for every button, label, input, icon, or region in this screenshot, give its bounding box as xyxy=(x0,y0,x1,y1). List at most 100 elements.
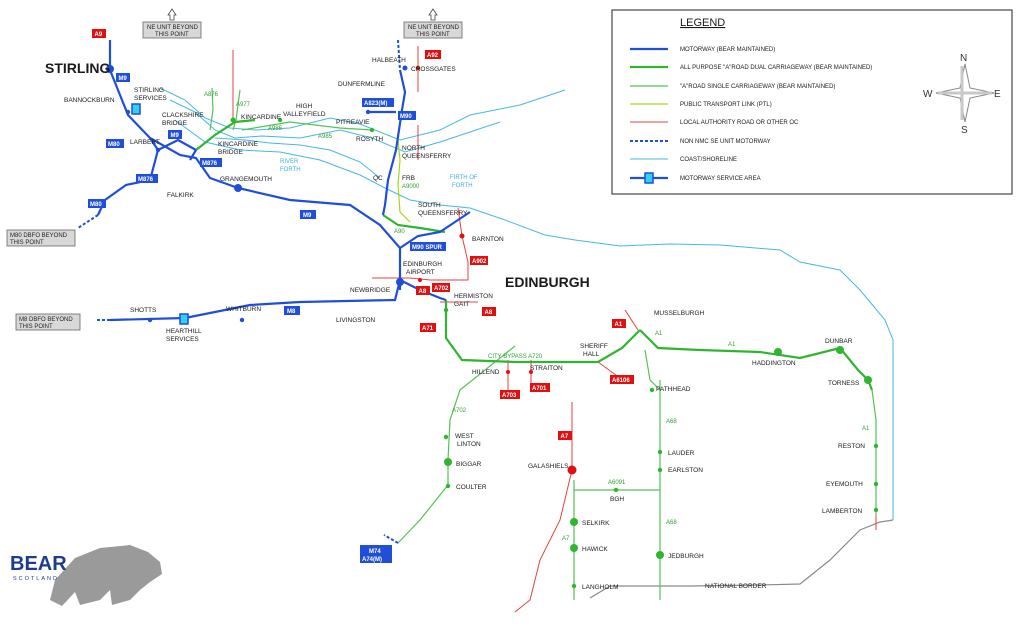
svg-text:NATIONAL BORDER: NATIONAL BORDER xyxy=(705,583,767,590)
svg-text:NE UNIT BEYOND: NE UNIT BEYOND xyxy=(147,25,199,31)
shield-a902: A902 xyxy=(470,256,488,265)
svg-text:A6091: A6091 xyxy=(608,480,626,486)
svg-text:A876: A876 xyxy=(204,92,219,98)
shield-m876-east: M876 xyxy=(200,158,222,167)
svg-text:M8 DBFO BEYOND: M8 DBFO BEYOND xyxy=(19,317,73,323)
svg-text:SELKIRK: SELKIRK xyxy=(582,520,610,527)
svg-text:A71: A71 xyxy=(422,326,434,332)
svg-text:A90: A90 xyxy=(394,229,405,235)
svg-text:EDINBURGH: EDINBURGH xyxy=(403,261,442,268)
svg-text:A1: A1 xyxy=(728,342,736,348)
svg-text:M90: M90 xyxy=(400,114,412,120)
svg-text:A8: A8 xyxy=(485,310,493,316)
svg-text:BRIDGE: BRIDGE xyxy=(218,149,244,156)
shield-m90: M90 xyxy=(398,111,416,120)
svg-text:HADDINGTON: HADDINGTON xyxy=(752,360,796,367)
svg-text:A7: A7 xyxy=(561,434,569,440)
coastline-group xyxy=(159,87,894,520)
shield-m9-clackshire: M9 xyxy=(168,130,182,139)
svg-text:FRB: FRB xyxy=(402,175,415,182)
svg-text:GALASHIELS: GALASHIELS xyxy=(528,463,569,470)
svg-text:M9: M9 xyxy=(119,76,128,82)
non-nmc-motorway-group xyxy=(77,39,401,544)
legend-item-local: LOCAL AUTHORITY ROAD OR OTHER OC xyxy=(630,120,799,126)
svg-text:HALL: HALL xyxy=(583,351,600,358)
svg-text:A902: A902 xyxy=(472,259,487,265)
svg-text:HILLEND: HILLEND xyxy=(472,369,500,376)
forth-north-shore xyxy=(159,87,566,141)
svg-text:PUBLIC TRANSPORT LINK (PTL): PUBLIC TRANSPORT LINK (PTL) xyxy=(680,102,772,108)
svg-text:WHITBURN: WHITBURN xyxy=(226,306,261,313)
forth-south-shore xyxy=(174,119,894,520)
svg-text:STIRLING: STIRLING xyxy=(134,87,164,94)
svg-text:NON NMC SE UNIT MOTORWAY: NON NMC SE UNIT MOTORWAY xyxy=(680,139,771,145)
shield-a701: A701 xyxy=(530,383,550,392)
svg-text:DUNBAR: DUNBAR xyxy=(825,338,853,345)
svg-text:SHERIFF: SHERIFF xyxy=(580,343,608,350)
national-border-line xyxy=(589,519,894,599)
svg-text:NORTH: NORTH xyxy=(402,145,425,152)
compass-s: S xyxy=(961,125,968,136)
service-area-stirling[interactable] xyxy=(131,103,141,115)
svg-text:FIRTH OF: FIRTH OF xyxy=(450,175,478,181)
svg-text:RESTON: RESTON xyxy=(838,443,865,450)
shield-a92: A92 xyxy=(425,50,441,59)
svg-text:"A"ROAD SINGLE CARRIAGEWAY (BE: "A"ROAD SINGLE CARRIAGEWAY (BEAR MAINTAI… xyxy=(680,84,835,90)
svg-text:A823(M): A823(M) xyxy=(364,101,387,107)
svg-text:BANNOCKBURN: BANNOCKBURN xyxy=(64,97,115,104)
svg-text:SERVICES: SERVICES xyxy=(134,95,167,102)
water-labels: RIVER FORTH FIRTH OF FORTH xyxy=(280,159,478,189)
legend-item-single: "A"ROAD SINGLE CARRIAGEWAY (BEAR MAINTAI… xyxy=(630,84,835,90)
shield-a6106: A6106 xyxy=(610,375,634,384)
svg-text:QUEENSFERRY: QUEENSFERRY xyxy=(402,153,452,160)
town-dots xyxy=(106,65,879,589)
svg-text:QC: QC xyxy=(373,175,383,182)
ptl-line xyxy=(397,139,411,223)
svg-text:LINTON: LINTON xyxy=(457,441,481,448)
shield-a823m: A823(M) xyxy=(362,98,394,107)
svg-text:M9: M9 xyxy=(303,213,312,219)
svg-text:M80: M80 xyxy=(90,202,102,208)
svg-text:BEAR: BEAR xyxy=(10,553,67,575)
svg-text:A9000: A9000 xyxy=(402,184,420,190)
svg-text:EARLSTON: EARLSTON xyxy=(668,467,703,474)
legend-item-dual: ALL PURPOSE "A"ROAD DUAL CARRIAGEWAY (BE… xyxy=(630,65,872,71)
svg-text:A68: A68 xyxy=(666,419,677,425)
svg-text:WEST: WEST xyxy=(455,433,474,440)
svg-text:SERVICES: SERVICES xyxy=(166,336,199,343)
svg-text:NE UNIT BEYOND: NE UNIT BEYOND xyxy=(408,25,460,31)
svg-text:M90 SPUR: M90 SPUR xyxy=(412,245,443,251)
svg-text:ALL PURPOSE "A"ROAD DUAL CARRI: ALL PURPOSE "A"ROAD DUAL CARRIAGEWAY (BE… xyxy=(680,65,872,71)
svg-text:M876: M876 xyxy=(138,177,154,183)
forth-inner-shore xyxy=(214,137,381,179)
service-area-hearthill[interactable] xyxy=(179,313,189,325)
svg-text:DUNFERMLINE: DUNFERMLINE xyxy=(338,81,386,88)
svg-text:A92: A92 xyxy=(427,53,439,59)
svg-text:GAIT: GAIT xyxy=(454,301,469,308)
svg-text:SCOTLAND: SCOTLAND xyxy=(13,576,59,582)
legend-item-ptl: PUBLIC TRANSPORT LINK (PTL) xyxy=(630,102,772,108)
svg-text:LOCAL AUTHORITY ROAD OR OTHER: LOCAL AUTHORITY ROAD OR OTHER OC xyxy=(680,120,799,126)
svg-text:KINCARDINE: KINCARDINE xyxy=(241,114,282,121)
svg-text:HAWICK: HAWICK xyxy=(582,546,608,553)
svg-text:A8: A8 xyxy=(419,289,427,295)
bear-silhouette-icon xyxy=(50,545,162,606)
svg-text:A1: A1 xyxy=(655,331,663,337)
note-ne-unit-east: NE UNIT BEYOND THIS POINT xyxy=(403,8,463,39)
shield-a8-gait: A8 xyxy=(482,307,496,316)
svg-text:A1: A1 xyxy=(862,426,870,432)
svg-text:ROSYTH: ROSYTH xyxy=(356,136,383,143)
svg-text:A977: A977 xyxy=(236,102,251,108)
svg-text:A702: A702 xyxy=(434,286,449,292)
shield-a71: A71 xyxy=(420,323,436,332)
svg-text:M80: M80 xyxy=(108,142,120,148)
svg-text:MOTORWAY (BEAR MAINTAINED): MOTORWAY (BEAR MAINTAINED) xyxy=(680,47,775,53)
svg-text:TORNESS: TORNESS xyxy=(828,380,860,387)
svg-text:CROSSGATES: CROSSGATES xyxy=(411,66,456,73)
svg-text:A7: A7 xyxy=(562,536,570,542)
bear-scotland-logo: BEAR SCOTLAND xyxy=(10,545,162,606)
svg-text:MUSSELBURGH: MUSSELBURGH xyxy=(654,310,705,317)
svg-text:LIVINGSTON: LIVINGSTON xyxy=(336,317,376,324)
